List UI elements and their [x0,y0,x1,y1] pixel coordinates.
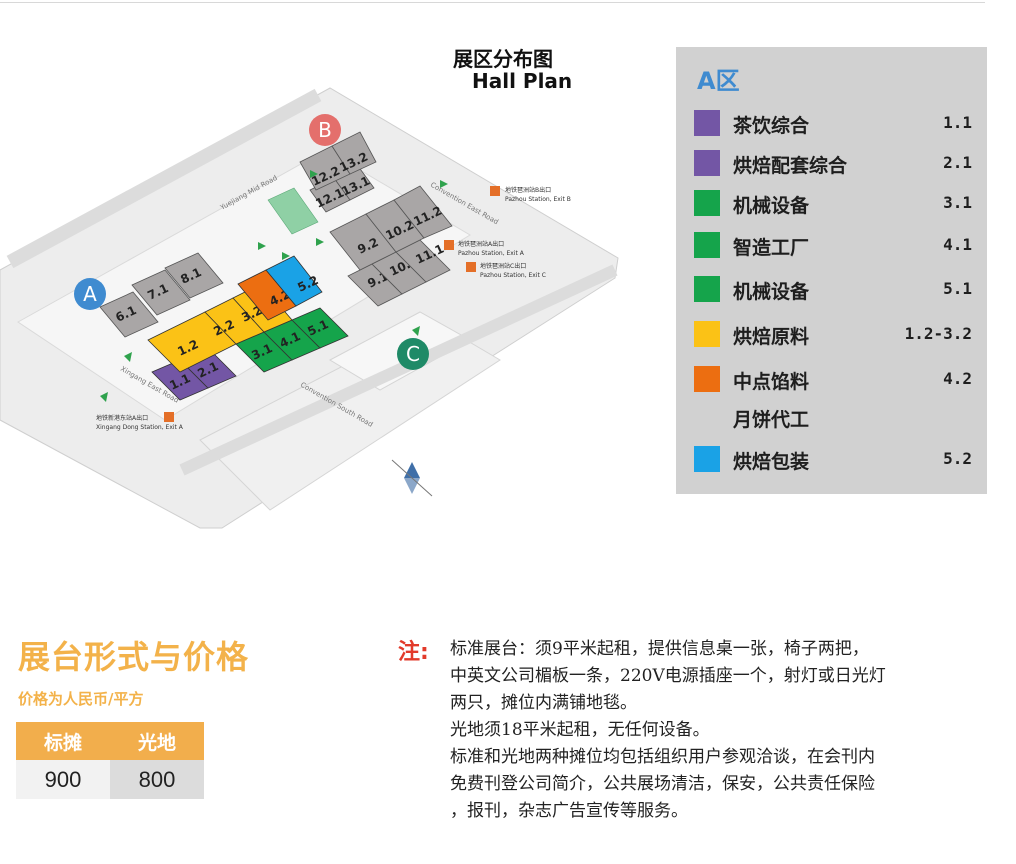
note-line: 两只，摊位内满铺地毯。 [450,693,637,713]
legend-swatch [694,150,720,176]
legend-label: 茶饮综合 [733,115,810,137]
map-title-en: Hall Plan [472,69,572,93]
pricing-heading: 展台形式与价格 [18,638,250,676]
top-divider [0,2,985,3]
legend-swatch [694,446,720,472]
note-line: ，报刊，杂志广告宣传等服务。 [450,801,688,821]
legend-swatch [694,321,720,347]
note-line: 光地须18平米起租，无任何设备。 [450,720,710,740]
road-yuejiang [6,88,322,269]
metro-exit-c[interactable]: 地铁琶洲站C出口 Pazhou Station, Exit C [466,262,546,279]
road-xingang [179,264,618,476]
legend-code: 3.1 [943,193,972,212]
legend-swatch [694,232,720,258]
map-title-cn: 展区分布图 [453,47,553,71]
price-value-standard: 900 [16,760,110,799]
legend-code: 4.1 [943,235,972,254]
note-line: 免费刊登公司简介，公共展场清洁，保安，公共责任保险 [450,774,875,794]
svg-text:C: C [406,342,420,366]
legend-item: 机械设备 3.1 [694,189,972,217]
price-header-row: 标摊 光地 [16,722,204,760]
svg-text:地铁琶洲站C出口: 地铁琶洲站C出口 [480,262,526,270]
legend-item: 烘焙配套综合 2.1 [694,149,972,177]
hall-8-1[interactable]: 8.1 [164,252,224,299]
legend-label: 月饼代工 [733,409,810,431]
legend-item: 烘焙包装 5.2 [694,445,972,473]
svg-text:Pazhou Station, Exit B: Pazhou Station, Exit B [505,196,571,203]
hall-12-2[interactable]: 12.2 [299,145,351,191]
legend-item: 烘焙原料 1.2-3.2 [694,320,972,348]
entrance-arrows [100,170,448,402]
legend-swatch [694,110,720,136]
walkway [267,187,319,235]
legend-swatch [694,276,720,302]
hall-1-2[interactable]: 1.2 [147,311,237,373]
note-mark: 注: [398,640,429,665]
hall-6-1[interactable]: 6.1 [99,291,159,338]
hall-7-1[interactable]: 7.1 [131,269,191,316]
hall-5-1[interactable]: 5.1 [291,307,349,349]
legend-label: 烘焙原料 [733,326,810,348]
price-value-raw-space: 800 [110,760,204,799]
hall-9-2[interactable]: 9.2 [329,213,397,271]
zone-a-legend: A区 茶饮综合 1.1 烘焙配套综合 2.1 机械设备 3.1 智造工厂 4.1… [676,47,987,494]
metro-xingang-dong[interactable]: 地铁新港东站A出口 Xingang Dong Station, Exit A [96,412,184,431]
note-line: 标准和光地两种摊位均包括组织用户参观洽谈，在会刊内 [450,747,875,767]
legend-item: 中点馅料 4.2 [694,365,972,393]
svg-text:Pazhou Station, Exit A: Pazhou Station, Exit A [458,250,525,257]
legend-label: 机械设备 [733,195,810,217]
hall-11-2[interactable]: 11.2 [393,185,453,239]
legend-code: 5.1 [943,279,972,298]
metro-exit-a[interactable]: 地铁琶洲站A出口 Pazhou Station, Exit A [444,240,525,257]
legend-code: 1.1 [943,113,972,132]
legend-code: 2.1 [943,153,972,172]
svg-text:地铁琶洲站A出口: 地铁琶洲站A出口 [458,240,504,248]
price-header-raw-space: 光地 [110,722,204,760]
price-table: 标摊 光地 900 800 [16,722,204,799]
legend-code: 4.2 [943,369,972,388]
svg-text:Pazhou Station, Exit C: Pazhou Station, Exit C [480,272,546,279]
legend-swatch [694,366,720,392]
hall-2-2[interactable]: 2.2 [204,297,265,345]
compass-icon [391,459,433,497]
legend-code: 5.2 [943,449,972,468]
legend-label: 烘焙配套综合 [733,155,848,177]
svg-text:A: A [83,282,97,306]
legend-item: 智造工厂 4.1 [694,231,972,259]
hall-5-2[interactable]: 5.2 [265,255,323,307]
notes-block: 标准展台：须9平米起租，提供信息桌一张，椅子两把， 中英文公司楣板一条，220V… [450,636,990,825]
legend-label: 机械设备 [733,281,810,303]
legend-item: 茶饮综合 1.1 [694,109,972,137]
svg-text:地铁新港东站A出口: 地铁新港东站A出口 [96,414,148,422]
legend-label: 智造工厂 [733,237,810,259]
legend-label: 中点馅料 [733,371,810,393]
note-line: 标准展台：须9平米起租，提供信息桌一张，椅子两把， [450,639,869,659]
pricing-subheading: 价格为人民币/平方 [18,690,144,708]
hall-11-1[interactable]: 11.1 [395,239,451,283]
legend-swatch [694,190,720,216]
price-value-row: 900 800 [16,760,204,799]
legend-item: 月饼代工 [694,403,972,431]
zone-a-marker[interactable]: A [74,278,106,310]
metro-exit-b[interactable]: 地铁琶洲站B出口 Pazhou Station, Exit B [490,186,571,203]
zone-c-marker[interactable]: C [397,338,429,370]
hall-plan-map: 展区分布图 Hall Plan Yuejiang Mid Road Conven… [0,47,619,529]
zone-b-marker[interactable]: B [309,114,341,146]
legend-title: A区 [697,67,740,95]
svg-text:B: B [318,118,332,142]
svg-text:Xingang Dong Station, Exit A: Xingang Dong Station, Exit A [96,424,184,431]
legend-label: 烘焙包装 [733,451,810,473]
price-header-standard: 标摊 [16,722,110,760]
note-line: 中英文公司楣板一条，220V电源插座一个，射灯或日光灯 [450,666,886,686]
svg-text:地铁琶洲站B出口: 地铁琶洲站B出口 [505,186,551,194]
legend-item: 机械设备 5.1 [694,275,972,303]
legend-code: 1.2-3.2 [904,324,972,343]
